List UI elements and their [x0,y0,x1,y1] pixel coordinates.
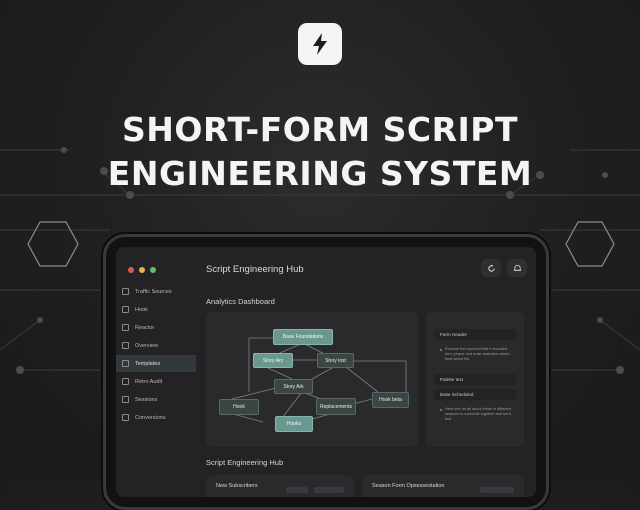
refresh-icon [487,263,495,272]
card-bar [314,487,344,493]
conversion-icon [122,414,129,421]
bell-icon [513,264,521,271]
minimize-window-dot[interactable] [139,267,145,273]
document-icon [122,324,129,331]
details-panel: Form Header Remove the reported that it … [426,312,524,447]
sidebar-item-conversions[interactable]: Conversions [116,409,196,426]
sidebar-item-reactor[interactable]: Reactor [116,319,196,336]
flow-diagram-card: Base Foundations Story Arc Story lost St… [206,312,418,447]
sidebar: Traffic Sources Hook Reactor Overview Te… [116,283,196,497]
maximize-window-dot[interactable] [150,267,156,273]
flow-node[interactable]: Story Arc [253,353,293,368]
home-icon [122,306,129,313]
flow-node[interactable]: Story lost [317,353,354,368]
sidebar-item-overview[interactable]: Overview [116,337,196,354]
season-form-card[interactable]: Season Form Opsessestation [362,475,524,497]
card-label: New Subscribers [216,483,258,489]
window-controls [128,267,156,273]
panel-text: Remove the reported that it recorded for… [445,347,510,361]
bullet-icon [440,409,442,411]
tablet-device: Script Engineering Hub Traffic Sources H… [103,234,549,510]
sidebar-item-hook[interactable]: Hook [116,301,196,318]
card-bar [480,487,514,493]
background-network-lines [0,147,640,374]
app-title: Script Engineering Hub [206,264,304,275]
sidebar-item-label: Reactor [135,324,155,331]
flow-node[interactable]: Hook beta [372,392,409,408]
flow-node[interactable]: Story Ark [274,379,313,394]
headline: SHORT-FORM SCRIPT ENGINEERING SYSTEM [0,108,640,196]
sidebar-item-label: Retro Audit [135,378,163,385]
sidebar-item-retro-audit[interactable]: Retro Audit [116,373,196,390]
sidebar-item-label: Traffic Sources [135,288,172,295]
audit-icon [122,378,129,385]
panel-header: Form Header [434,329,516,340]
headline-line-2: ENGINEERING SYSTEM [107,154,533,193]
sidebar-item-label: Hook [135,306,148,313]
flow-node[interactable]: Hook [219,399,259,415]
sidebar-item-sessions[interactable]: Sessions [116,391,196,408]
home-icon [122,288,129,295]
close-window-dot[interactable] [128,267,134,273]
sidebar-item-templates[interactable]: Templates [116,355,196,372]
new-subscribers-card[interactable]: New Subscribers [206,475,354,497]
headline-line-1: SHORT-FORM SCRIPT [122,110,518,149]
sidebar-item-label: Sessions [135,396,158,403]
card-bar [286,487,308,493]
sidebar-item-label: Conversions [135,414,166,421]
sidebar-item-label: Overview [135,342,158,349]
grid-icon [122,342,129,349]
card-label: Season Form Opsessestation [372,483,445,489]
sidebar-item-label: Templates [135,360,161,367]
session-icon [122,396,129,403]
section-title: Script Engineering Hub [206,458,284,467]
dashboard-title: Analytics Dashboard [206,297,275,306]
app-logo [298,23,342,65]
sidebar-item-traffic-sources[interactable]: Traffic Sources [116,283,196,300]
notifications-button[interactable] [507,259,527,277]
bullet-icon [440,349,442,351]
panel-text: Here one for all about these of differen… [445,407,512,421]
flow-node[interactable]: Hooks [275,416,313,432]
flow-node[interactable]: Base Foundations [273,329,333,345]
lightning-bolt-icon [313,33,327,55]
flow-node[interactable]: Replacements [316,398,356,415]
refresh-button[interactable] [481,259,501,277]
panel-header[interactable]: Base Scheduled [434,389,516,400]
app-window: Script Engineering Hub Traffic Sources H… [116,247,536,497]
template-icon [122,360,129,367]
panel-header[interactable]: Palette text [434,374,516,385]
